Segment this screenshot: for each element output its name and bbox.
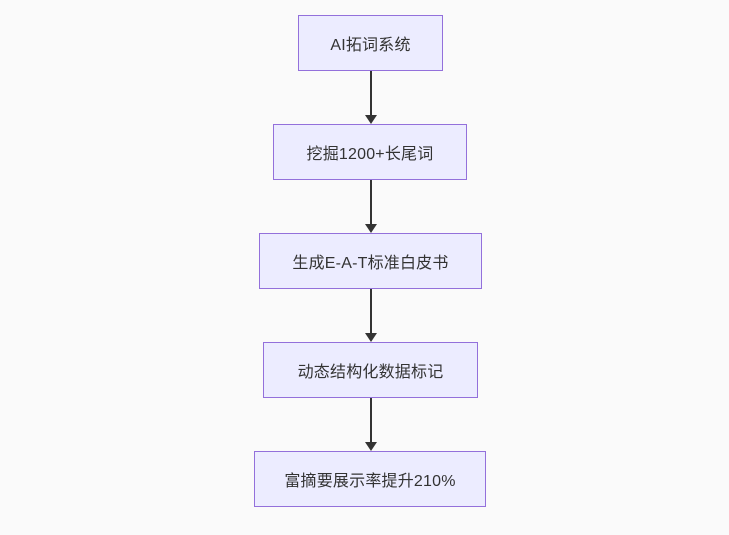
node-label: 动态结构化数据标记 xyxy=(297,364,444,381)
arrow-head-icon xyxy=(365,442,377,451)
node-label: 挖掘1200+长尾词 xyxy=(306,146,434,163)
edge-arrow-2 xyxy=(364,180,378,233)
arrow-line xyxy=(370,398,372,442)
node-label: 生成E-A-T标准白皮书 xyxy=(292,255,449,272)
arrow-line xyxy=(370,289,372,333)
flow-node-rich-snippet-rate: 富摘要展示率提升210% xyxy=(254,451,486,507)
node-label: 富摘要展示率提升210% xyxy=(284,473,456,490)
arrow-line xyxy=(370,180,372,224)
flow-node-structured-data-markup: 动态结构化数据标记 xyxy=(263,342,478,398)
arrow-head-icon xyxy=(365,224,377,233)
flow-node-eat-whitepaper: 生成E-A-T标准白皮书 xyxy=(259,233,482,289)
node-label: AI拓词系统 xyxy=(330,37,411,54)
arrow-head-icon xyxy=(365,333,377,342)
arrow-line xyxy=(370,71,372,115)
flow-node-ai-expansion-system: AI拓词系统 xyxy=(298,15,443,71)
flow-node-longtail-keywords: 挖掘1200+长尾词 xyxy=(273,124,467,180)
edge-arrow-3 xyxy=(364,289,378,342)
edge-arrow-4 xyxy=(364,398,378,451)
edge-arrow-1 xyxy=(364,71,378,124)
arrow-head-icon xyxy=(365,115,377,124)
